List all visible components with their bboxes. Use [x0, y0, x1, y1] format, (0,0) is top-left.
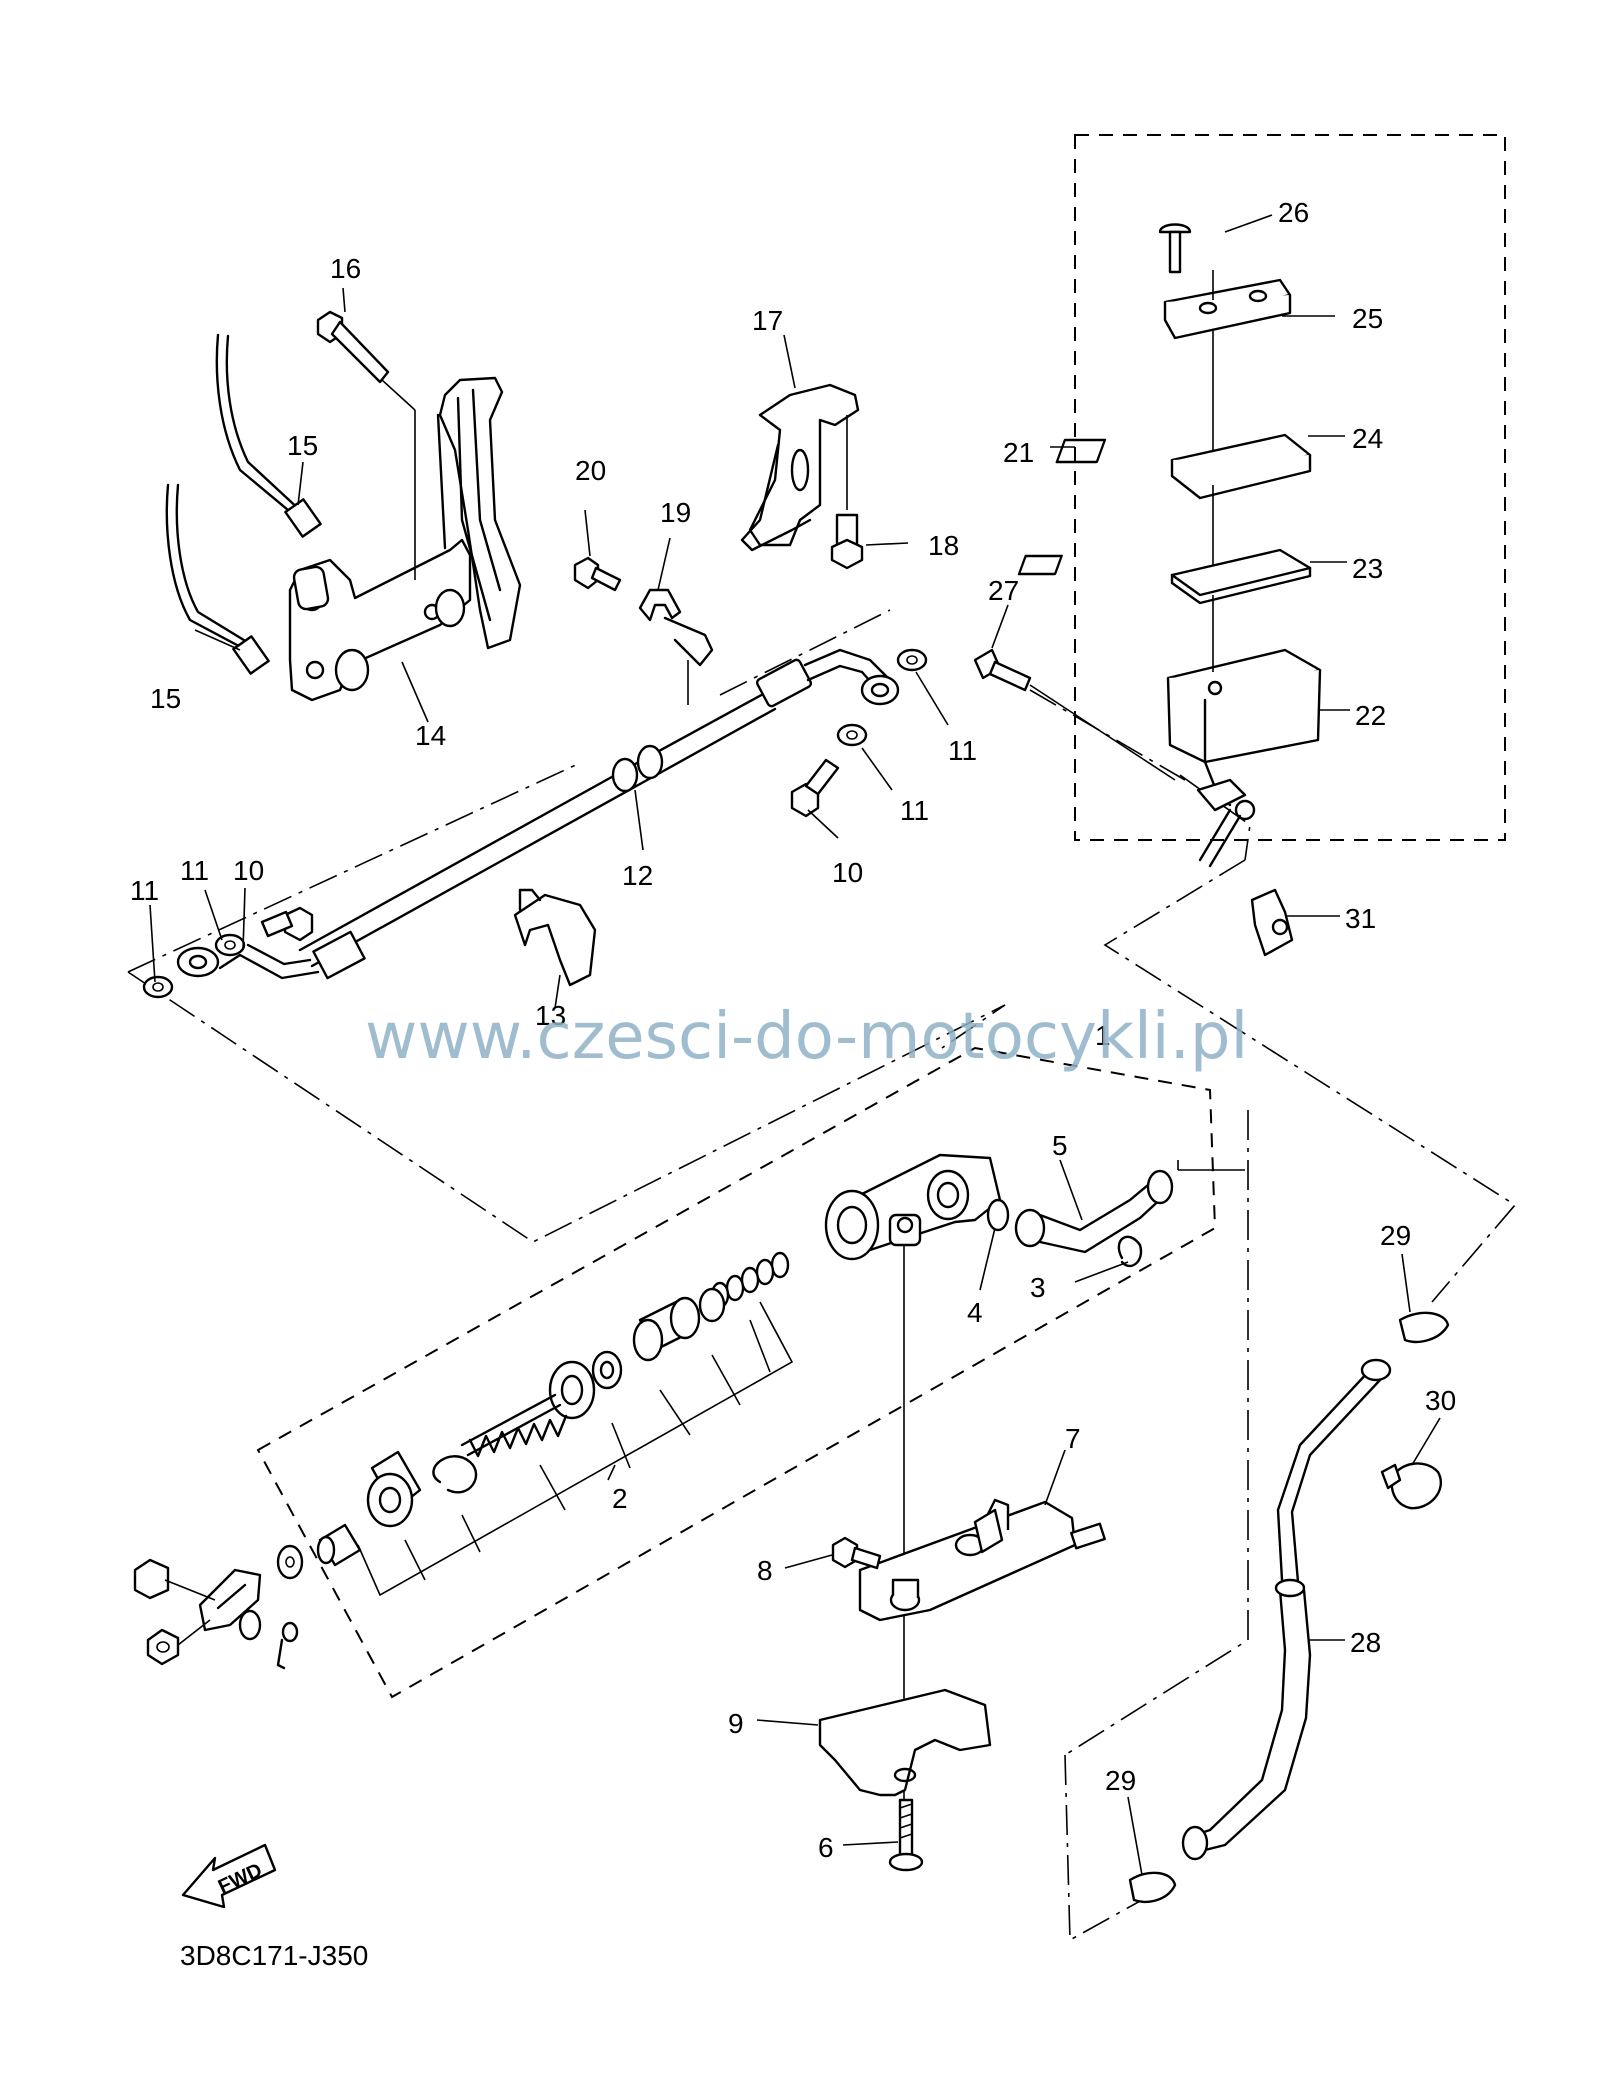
o-ring-4 [986, 1198, 1010, 1232]
bracket-7 [858, 1498, 1106, 1622]
callout-20: 20 [575, 455, 606, 486]
bolt-6 [888, 1798, 924, 1872]
callout-29-lower: 29 [1105, 1765, 1136, 1796]
callout-7: 7 [1065, 1423, 1081, 1454]
piston-spring-kit [316, 1251, 790, 1567]
callout-6: 6 [818, 1832, 834, 1863]
clamp-19 [638, 588, 714, 705]
hose-28 [1181, 1358, 1392, 1861]
cap-25 [1163, 278, 1292, 340]
fwd-arrow-icon: FWD [181, 1843, 277, 1909]
washers-11 [142, 648, 928, 999]
callout-3: 3 [1030, 1272, 1046, 1303]
callout-4: 4 [967, 1297, 983, 1328]
clamp-30 [1380, 1462, 1443, 1510]
callout-15-lower: 15 [150, 683, 181, 714]
plate-24 [1055, 433, 1312, 500]
master-cylinder-assembly-box [256, 1046, 1217, 1699]
callout-28: 28 [1350, 1627, 1381, 1658]
guard-9 [818, 1688, 992, 1797]
callout-5: 5 [1052, 1130, 1068, 1161]
bracket-14 [288, 376, 522, 702]
callout-24: 24 [1352, 423, 1383, 454]
callout-11-left-a: 11 [130, 875, 159, 906]
union-bolts-10 [260, 758, 840, 942]
callout-9: 9 [728, 1708, 744, 1739]
screw-26 [1158, 223, 1192, 274]
callout-11-left-b: 11 [180, 855, 209, 886]
callout-23: 23 [1352, 553, 1383, 584]
callout-16: 16 [330, 253, 361, 284]
bolt-8 [831, 1536, 882, 1570]
callout-10-right: 10 [832, 857, 863, 888]
bolt-20 [573, 556, 622, 592]
bolt-16 [316, 310, 416, 580]
hose-clip-13 [513, 888, 597, 987]
diaphragm-23 [1017, 548, 1312, 605]
callout-27: 27 [988, 575, 1019, 606]
callout-19: 19 [660, 497, 691, 528]
callout-1: 1 [1095, 1020, 1111, 1051]
circlip-3 [1117, 1235, 1143, 1268]
callout-25: 25 [1352, 303, 1383, 334]
callout-31: 31 [1345, 903, 1376, 934]
callout-labels: 1 2 3 4 5 6 7 8 9 10 10 11 11 11 11 12 1… [130, 197, 1456, 1863]
reservoir-assembly-box [1074, 134, 1506, 841]
watermark-text: www.czesci-do-motocykli.pl [365, 1000, 1248, 1074]
callout-14: 14 [415, 720, 446, 751]
bolt-18 [830, 415, 864, 570]
callout-29-upper: 29 [1380, 1220, 1411, 1251]
callout-8: 8 [757, 1555, 773, 1586]
cable-ties-15 [165, 333, 322, 675]
callout-2: 2 [612, 1483, 628, 1514]
callout-21: 21 [1003, 437, 1034, 468]
callout-17: 17 [752, 305, 783, 336]
bracket-17 [740, 383, 860, 552]
callout-12: 12 [622, 860, 653, 891]
clip-31 [1250, 888, 1294, 957]
callout-11-right-b: 11 [948, 735, 977, 766]
bolt-27 [973, 648, 1176, 781]
master-cylinder-body [824, 1153, 1002, 1261]
clevis-assembly [133, 1544, 304, 1670]
reservoir-22 [1166, 648, 1322, 868]
callout-22: 22 [1355, 700, 1386, 731]
callout-13: 13 [535, 1000, 566, 1031]
internal-parts-bracket [357, 1301, 794, 1597]
callout-30: 30 [1425, 1385, 1456, 1416]
callout-26: 26 [1278, 197, 1309, 228]
diagram-code: 3D8C171-J350 [180, 1940, 368, 1971]
callout-11-right-a: 11 [900, 795, 929, 826]
callout-10-left: 10 [233, 855, 264, 886]
callout-15-upper: 15 [287, 430, 318, 461]
callout-18: 18 [928, 530, 959, 561]
clamps-29 [1128, 1311, 1450, 1904]
hose-joint-5 [1014, 1169, 1174, 1254]
callout-leaders [149, 214, 1441, 1876]
brake-hose-12 [176, 648, 900, 980]
